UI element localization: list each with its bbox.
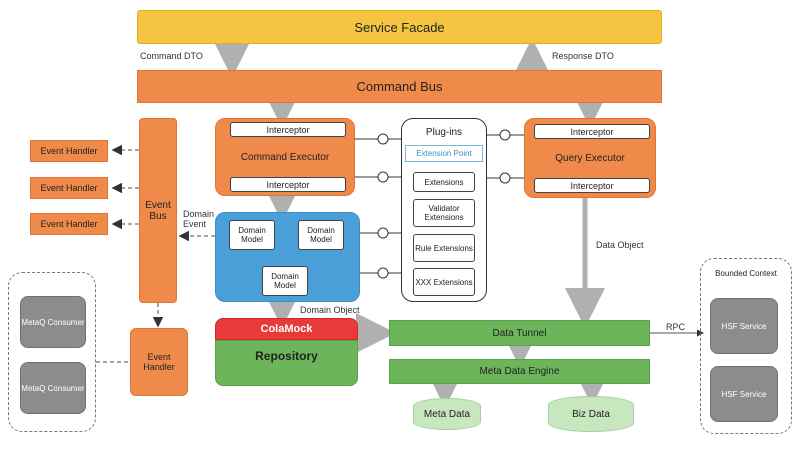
plugin-rule-extensions: Rule Extensions xyxy=(413,234,475,262)
event-handler-bottom: Event Handler xyxy=(130,328,188,396)
domain-object-label: Domain Object xyxy=(300,305,360,315)
query-interceptor-top: Interceptor xyxy=(534,124,650,139)
repository: Repository xyxy=(215,340,358,386)
plugin-xxx-extensions: XXX Extensions xyxy=(413,268,475,296)
meta-data-store: Meta Data xyxy=(413,398,481,430)
event-bus: Event Bus xyxy=(139,118,177,303)
bounded-context-title: Bounded Context xyxy=(715,269,777,278)
domain-model-3: Domain Model xyxy=(262,266,308,296)
event-handler-1: Event Handler xyxy=(30,140,108,162)
query-interceptor-bottom: Interceptor xyxy=(534,178,650,193)
command-interceptor-top: Interceptor xyxy=(230,122,346,137)
domain-event-label: Domain Event xyxy=(183,209,215,229)
consumer-group xyxy=(8,272,96,432)
bounded-context: Bounded Context xyxy=(700,258,792,434)
domain-model-1: Domain Model xyxy=(229,220,275,250)
data-object-label: Data Object xyxy=(596,240,644,250)
event-handler-3: Event Handler xyxy=(30,213,108,235)
plugin-sockets xyxy=(350,129,530,279)
plugins-title: Plug-ins xyxy=(425,127,463,138)
cola-mock: ColaMock xyxy=(215,318,358,340)
event-handler-2: Event Handler xyxy=(30,177,108,199)
command-interceptor-bottom: Interceptor xyxy=(230,177,346,192)
data-tunnel: Data Tunnel xyxy=(389,320,650,346)
service-facade: Service Facade xyxy=(137,10,662,44)
command-dto-label: Command DTO xyxy=(140,51,203,61)
meta-data-engine: Meta Data Engine xyxy=(389,359,650,384)
hsf-service-1: HSF Service xyxy=(710,298,778,354)
response-dto-label: Response DTO xyxy=(552,51,614,61)
metaq-consumer-1: MetaQ Consumer xyxy=(20,296,86,348)
query-executor-title: Query Executor xyxy=(555,153,625,164)
command-bus: Command Bus xyxy=(137,70,662,103)
hsf-service-2: HSF Service xyxy=(710,366,778,422)
plugin-validator-extensions: Validator Extensions xyxy=(413,199,475,227)
domain-model-2: Domain Model xyxy=(298,220,344,250)
extension-point: Extension Point xyxy=(405,145,483,162)
rpc-label: RPC xyxy=(666,322,686,332)
command-executor-title: Command Executor xyxy=(240,152,330,163)
plugin-extensions: Extensions xyxy=(413,172,475,192)
biz-data-store: Biz Data xyxy=(548,396,634,432)
metaq-consumer-2: MetaQ Consumer xyxy=(20,362,86,414)
